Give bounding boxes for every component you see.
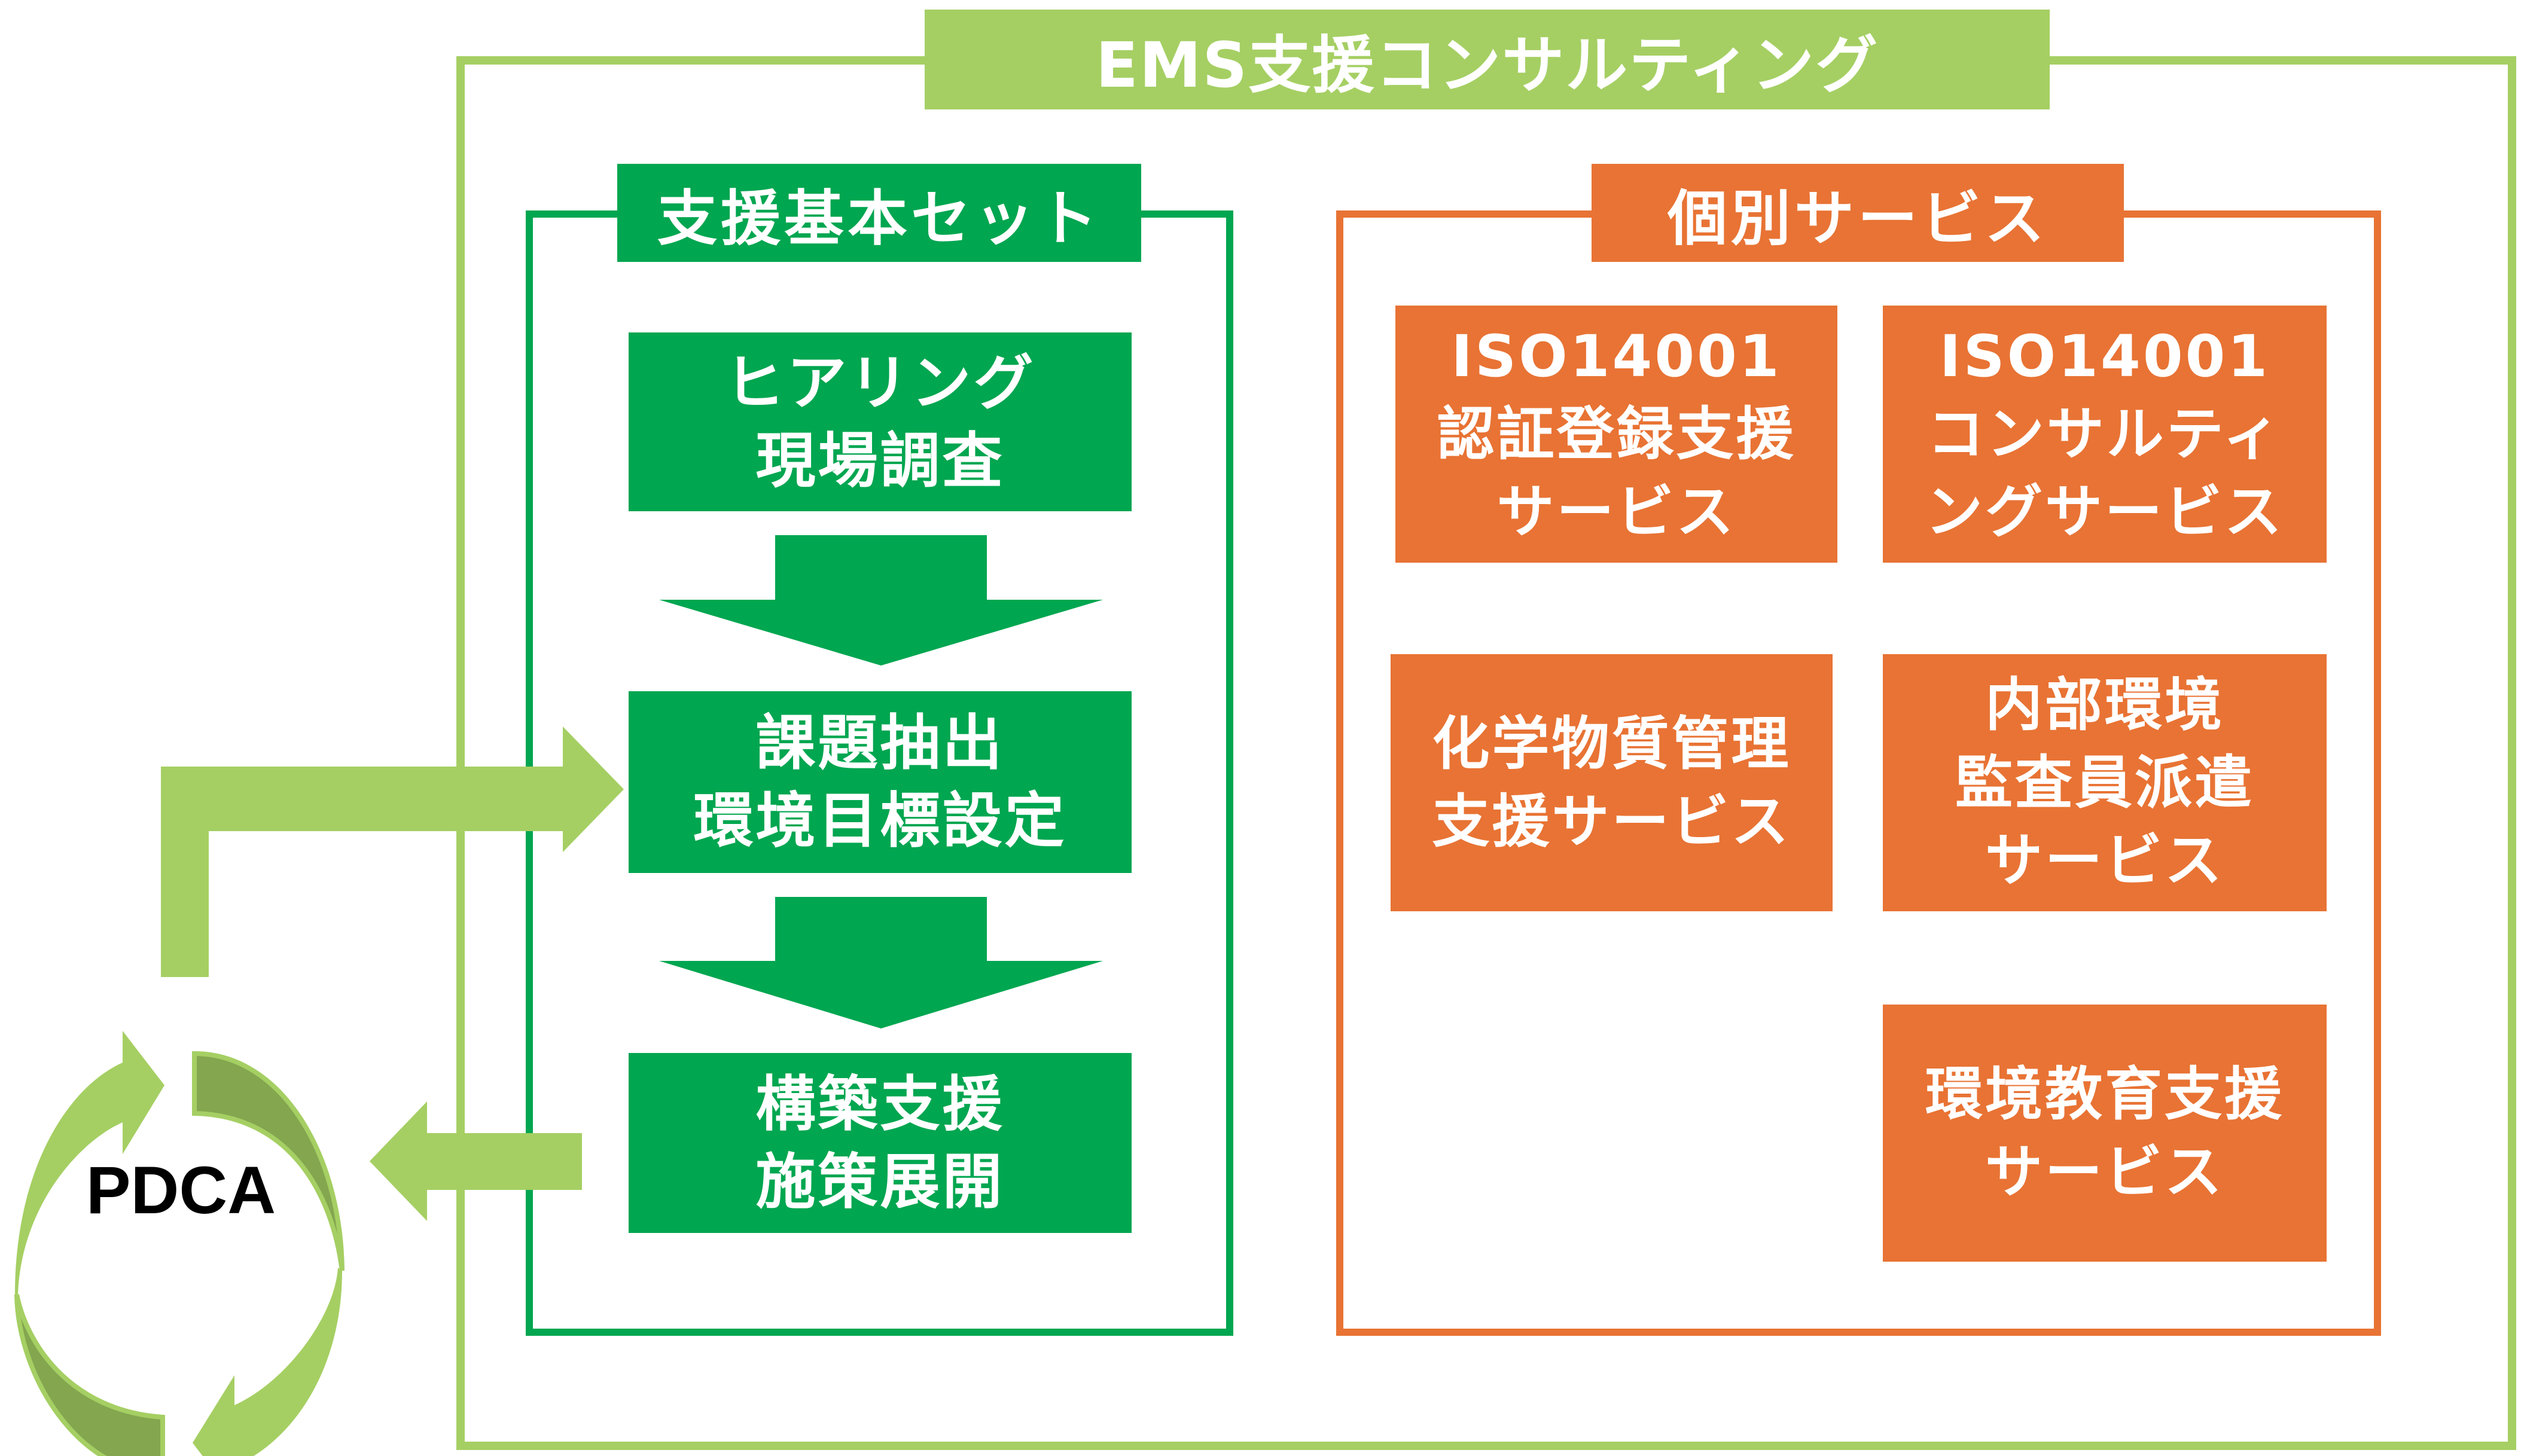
cycle-arrow-icon: [193, 1268, 342, 1456]
service-chemical-management: 化学物質管理 支援サービス: [1391, 654, 1833, 911]
service-iso-certification: ISO14001 認証登録支援 サービス: [1395, 306, 1837, 563]
service-line: ングサービス: [1925, 478, 2284, 545]
service-line: サービス: [1496, 478, 1736, 545]
basic-set-header: 支援基本セット: [617, 164, 1141, 262]
step-line: 現場調査: [755, 425, 1005, 496]
pdca-cycle-icon: [14, 1031, 345, 1456]
individual-services-header: 個別サービス: [1592, 164, 2124, 262]
service-line: 監査員派遣: [1955, 749, 2254, 816]
service-line: 支援サービス: [1432, 788, 1791, 855]
down-arrow-icon: [659, 897, 1103, 1028]
cycle-arrow-icon: [14, 1294, 165, 1456]
service-line: ISO14001: [1451, 323, 1782, 390]
individual-services-header-text: 個別サービス: [1668, 183, 2048, 254]
service-line: ISO14001: [1939, 323, 2270, 390]
basic-set-header-text: 支援基本セット: [657, 183, 1101, 254]
service-line: サービス: [1985, 827, 2224, 894]
title-text: EMS支援コンサルティング: [1095, 29, 1879, 102]
cycle-arrow-icon: [192, 1051, 345, 1271]
service-iso-consulting: ISO14001 コンサルティ ングサービス: [1883, 306, 2327, 563]
step-line: 施策展開: [755, 1146, 1005, 1217]
service-line: サービス: [1985, 1138, 2224, 1205]
feedback-arrow-icon: [161, 727, 624, 977]
service-line: コンサルティ: [1926, 401, 2283, 468]
pdca-label: PDCA: [78, 1139, 284, 1241]
ems-consulting-title: EMS支援コンサルティング: [925, 10, 2050, 109]
step-issue-extraction: 課題抽出 環境目標設定: [629, 691, 1132, 873]
service-environmental-education: 環境教育支援 サービス: [1883, 1005, 2327, 1262]
pdca-label-text: PDCA: [86, 1152, 276, 1228]
step-hearing: ヒアリング 現場調査: [629, 332, 1132, 511]
service-line: 環境教育支援: [1925, 1061, 2284, 1128]
return-arrow-icon: [370, 1101, 582, 1221]
service-internal-auditor: 内部環境 監査員派遣 サービス: [1883, 654, 2327, 911]
cycle-arrow-icon: [15, 1031, 164, 1295]
step-line: 構築支援: [755, 1069, 1005, 1139]
step-line: ヒアリング: [724, 347, 1036, 418]
service-line: 内部環境: [1985, 671, 2224, 738]
down-arrow-icon: [659, 535, 1103, 666]
step-line: 課題抽出: [755, 708, 1005, 778]
service-line: 認証登録支援: [1437, 401, 1796, 468]
step-line: 環境目標設定: [693, 786, 1067, 856]
step-build-support: 構築支援 施策展開: [629, 1053, 1132, 1233]
service-line: 化学物質管理: [1432, 710, 1791, 777]
